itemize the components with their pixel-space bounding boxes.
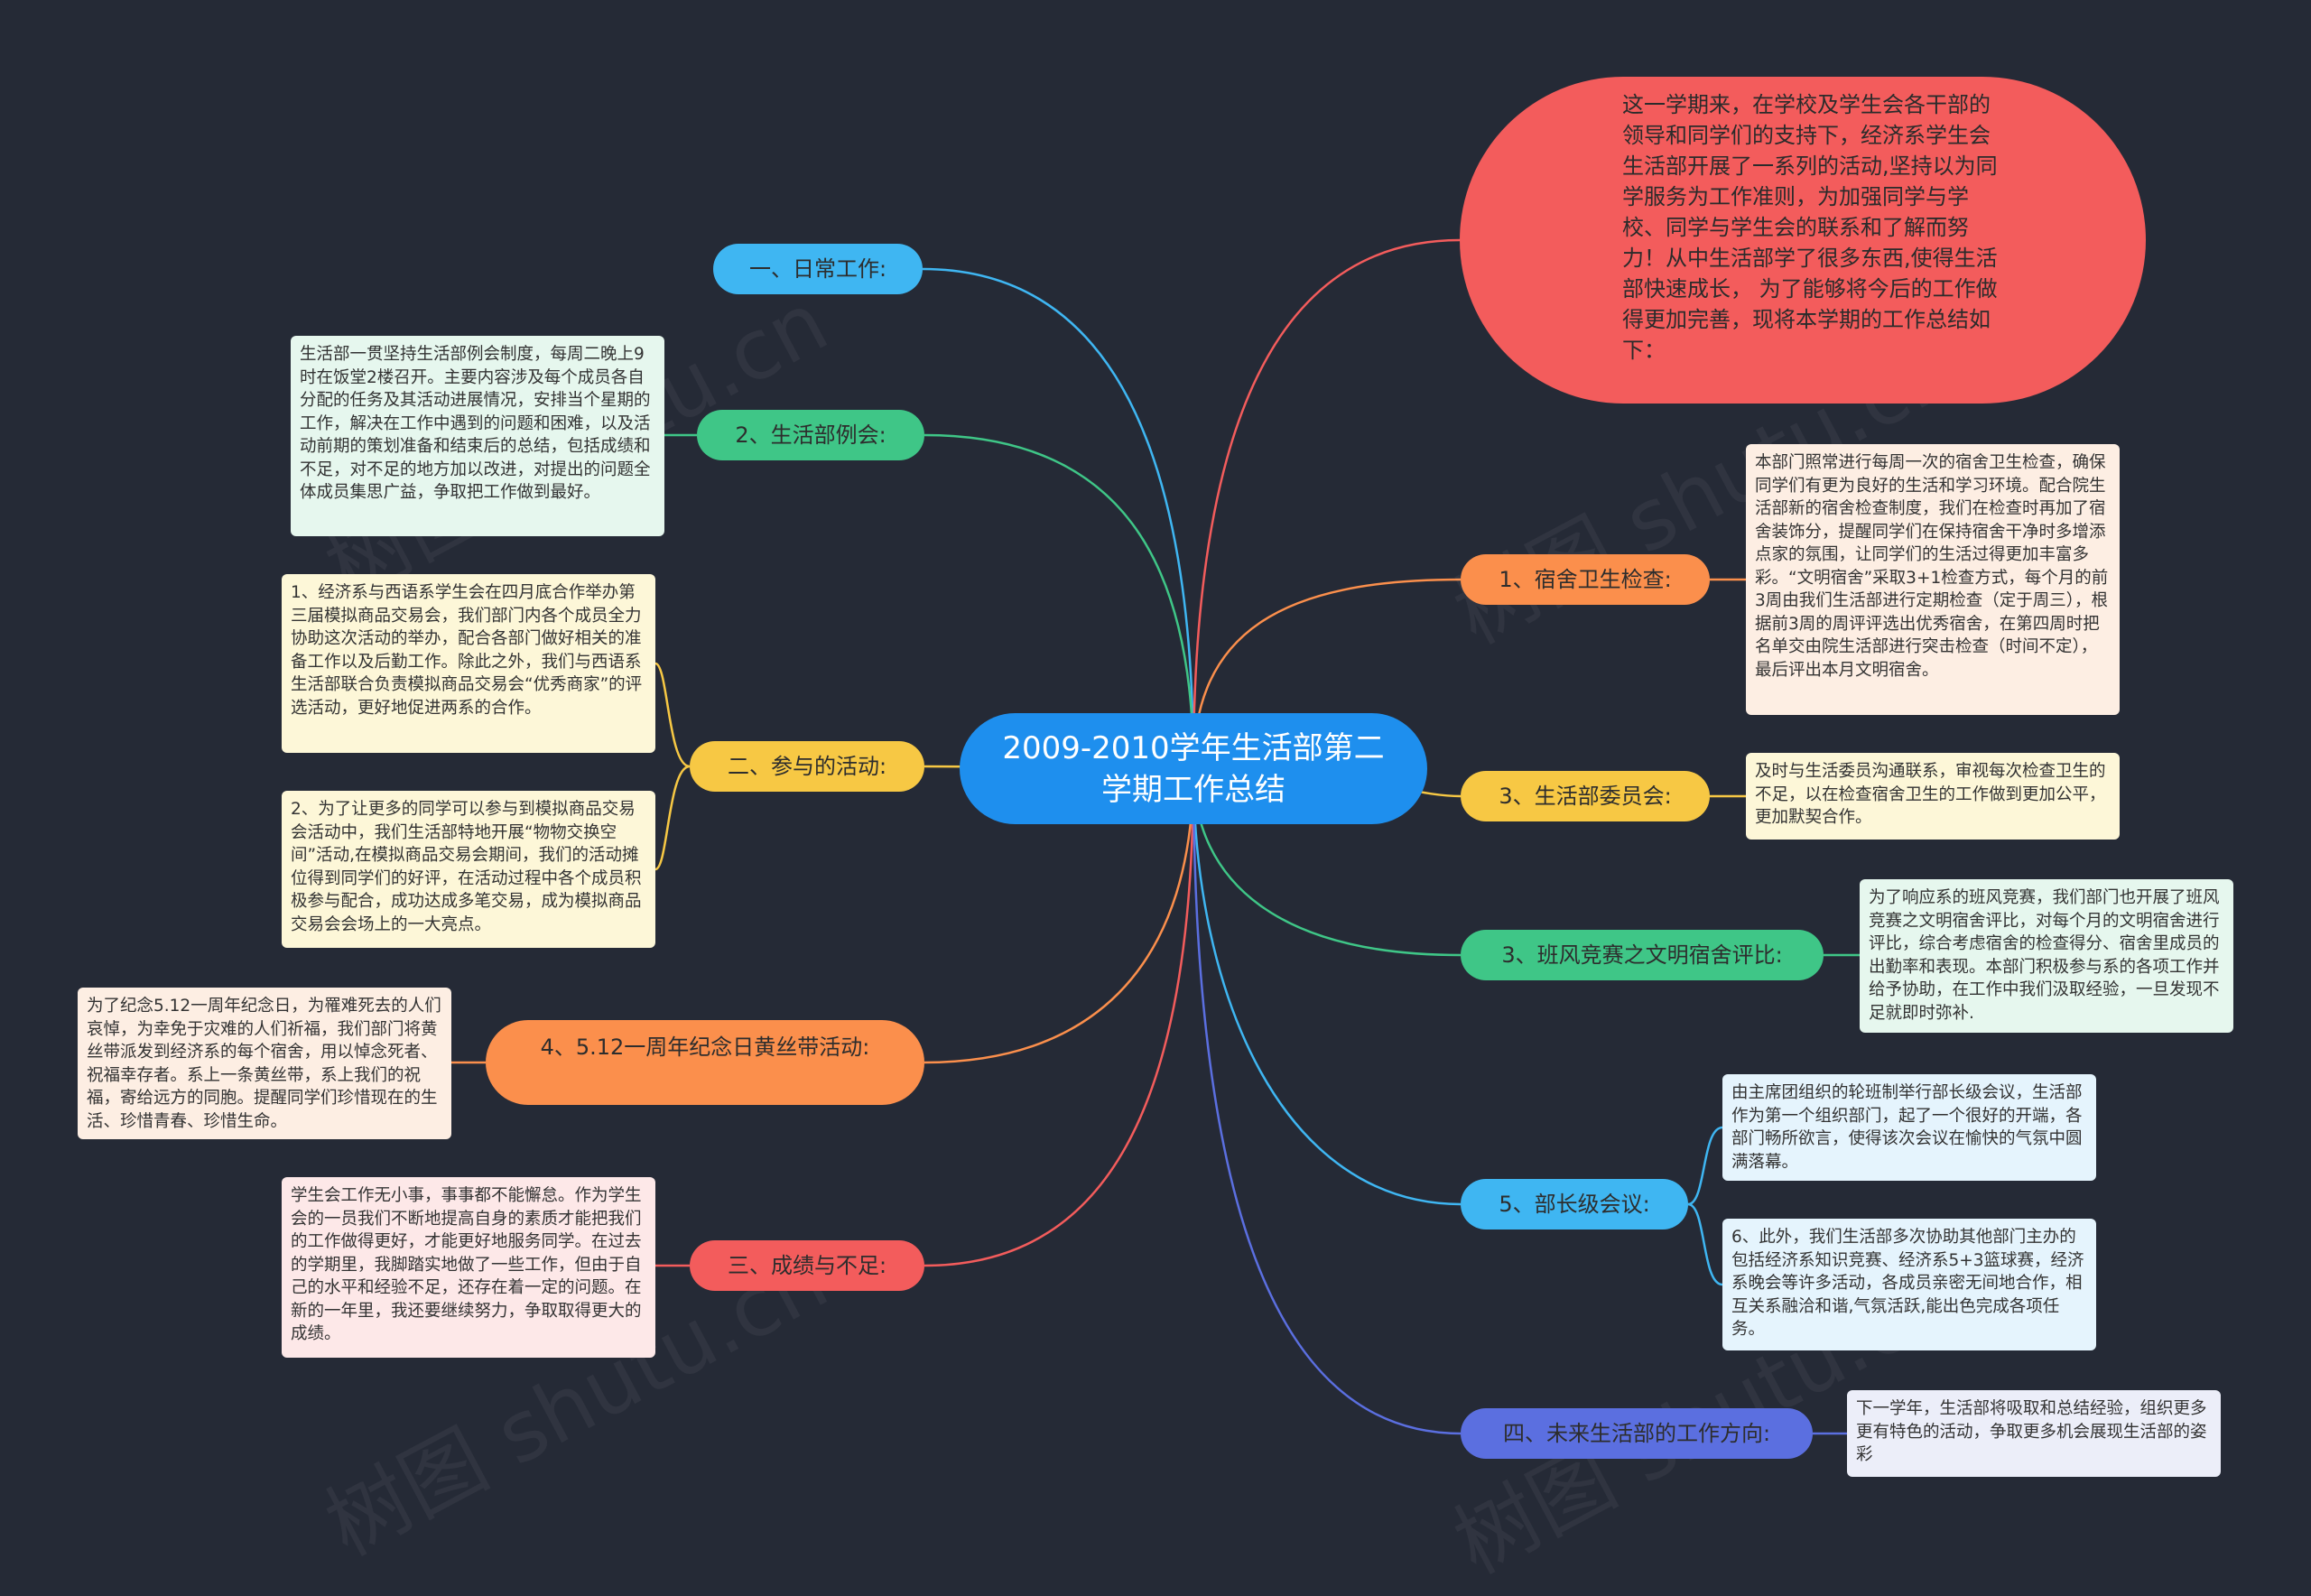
connector-lines bbox=[451, 238, 1860, 1435]
branch-future[interactable]: 四、未来生活部的工作方向: bbox=[1461, 1408, 1813, 1459]
detail-dorm-check: 本部门照常进行每周一次的宿舍卫生检查，确保同学们有更为良好的生活和学习环境。配合… bbox=[1746, 444, 2120, 715]
branch-achievements[interactable]: 三、成绩与不足: bbox=[690, 1240, 924, 1291]
detail-dept-meeting: 生活部一贯坚持生活部例会制度，每周二晚上9时在饭堂2楼召开。主要内容涉及每个成员… bbox=[291, 336, 664, 536]
detail-activity-2: 2、为了让更多的同学可以参与到模拟商品交易会活动中，我们生活部特地开展“物物交换… bbox=[282, 791, 655, 948]
root-topic[interactable]: 2009-2010学年生活部第二学期工作总结 bbox=[960, 713, 1427, 824]
link-root-achievement bbox=[923, 767, 1195, 1267]
detail-minister-2: 6、此外，我们生活部多次协助其他部门主办的包括经济系知识竞赛、经济系5+3篮球赛… bbox=[1722, 1219, 2096, 1350]
branch-dept-meeting[interactable]: 2、生活部例会: bbox=[697, 410, 924, 460]
branch-committee[interactable]: 3、生活部委员会: bbox=[1461, 771, 1710, 821]
branch-dorm-contest[interactable]: 3、班风竞赛之文明宿舍评比: bbox=[1461, 930, 1824, 980]
intro-bubble[interactable]: 这一学期来，在学校及学生会各干部的领导和同学们的支持下，经济系学生会生活部开展了… bbox=[1460, 77, 2146, 404]
link-activity-box1 bbox=[654, 662, 691, 768]
detail-activity-1: 1、经济系与西语系学生会在四月底合作举办第三届模拟商品交易会，我们部门内各个成员… bbox=[282, 574, 655, 753]
link-activity-box2 bbox=[654, 765, 691, 871]
link-root-meeting bbox=[923, 433, 1195, 769]
detail-future: 下一学年，生活部将吸取和总结经验，组织更多更有特色的活动，争取更多机会展现生活部… bbox=[1847, 1390, 2221, 1477]
link-root-future bbox=[1192, 767, 1462, 1435]
detail-ribbon: 为了纪念5.12一周年纪念日，为罹难死去的人们哀悼，为幸免于灾难的人们祈福，我们… bbox=[78, 988, 451, 1139]
detail-minister-1: 由主席团组织的轮班制举行部长级会议，生活部作为第一个组织部门，起了一个很好的开端… bbox=[1722, 1074, 2096, 1181]
link-root-ribbon bbox=[923, 767, 1195, 1064]
link-root-minister bbox=[1192, 767, 1462, 1206]
branch-ribbon-activity[interactable]: 4、5.12一周年纪念日黄丝带活动: bbox=[486, 1020, 924, 1105]
detail-committee: 及时与生活委员沟通联系，审视每次检查卫生的不足，以在检查宿舍卫生的工作做到更加公… bbox=[1746, 753, 2120, 840]
link-minister-box2 bbox=[1687, 1202, 1723, 1286]
branch-minister-meeting[interactable]: 5、部长级会议: bbox=[1461, 1179, 1688, 1229]
detail-dorm-contest: 为了响应系的班风竞赛，我们部门也开展了班风竞赛之文明宿舍评比，对每个月的文明宿舍… bbox=[1860, 879, 2233, 1033]
link-root-intro bbox=[1192, 238, 1461, 769]
detail-achievement: 学生会工作无小事，事事都不能懈怠。作为学生会的一员我们不断地提高自身的素质才能把… bbox=[282, 1177, 655, 1358]
branch-dorm-check[interactable]: 1、宿舍卫生检查: bbox=[1461, 554, 1710, 605]
branch-daily-work[interactable]: 一、日常工作: bbox=[713, 244, 923, 294]
branch-activities[interactable]: 二、参与的活动: bbox=[690, 741, 924, 792]
link-minister-box1 bbox=[1687, 1126, 1723, 1206]
link-root-daily bbox=[922, 267, 1195, 769]
